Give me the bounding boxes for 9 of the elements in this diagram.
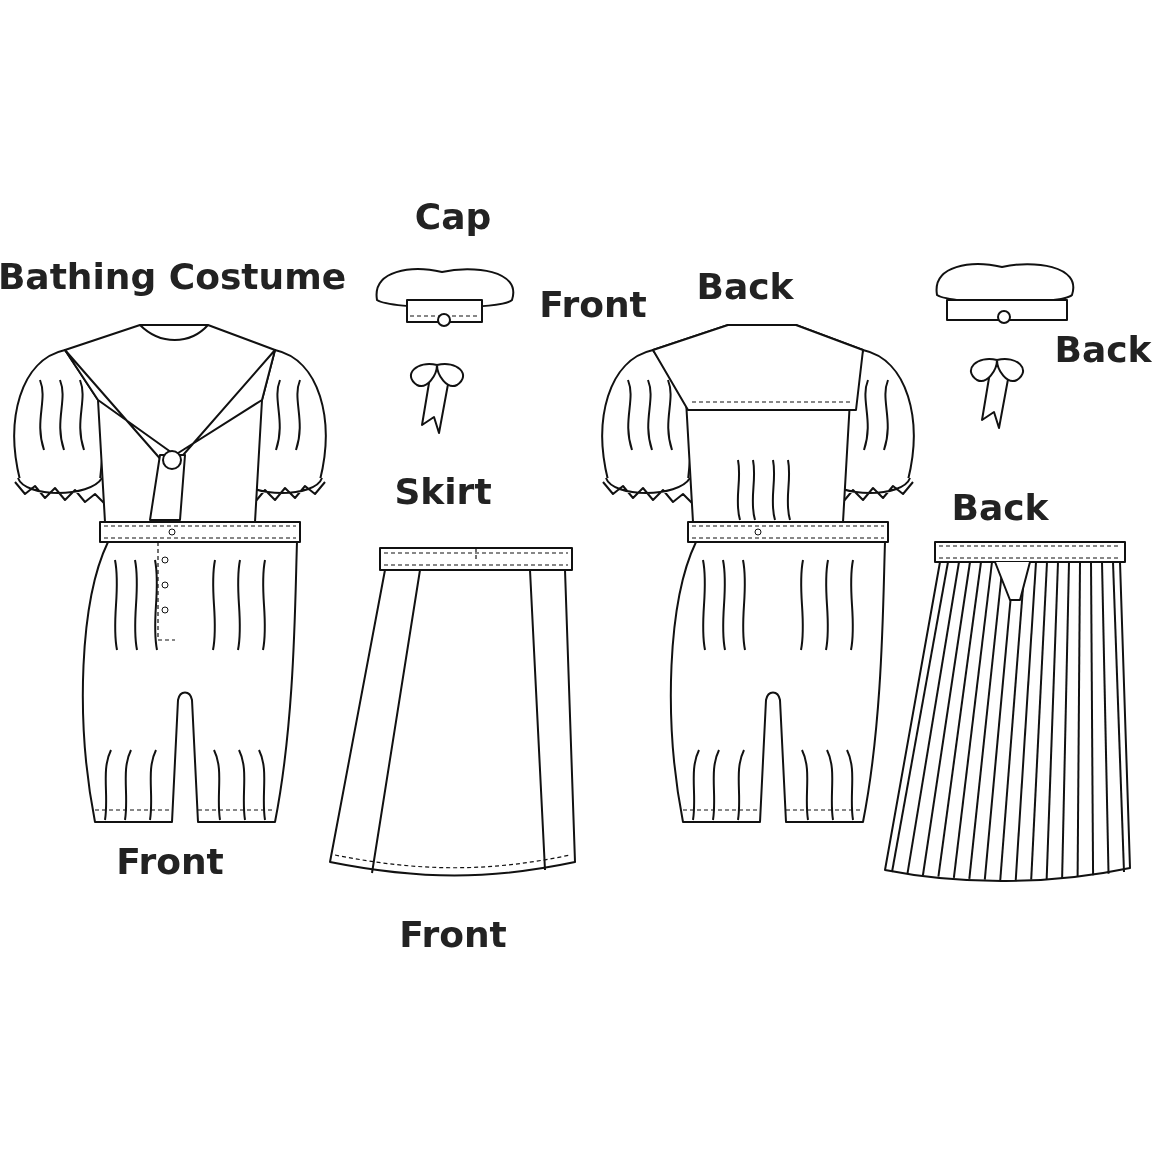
title: Bathing Costume (0, 259, 347, 295)
view-label: Back (1054, 332, 1152, 368)
view-label: Front (539, 287, 647, 323)
view-label: Back (951, 490, 1049, 526)
view-label: Front (116, 844, 224, 880)
view-label: Cap (414, 199, 492, 235)
view-label: Back (696, 269, 794, 305)
view-label: Front (399, 917, 507, 953)
view-label: Skirt (394, 474, 492, 510)
